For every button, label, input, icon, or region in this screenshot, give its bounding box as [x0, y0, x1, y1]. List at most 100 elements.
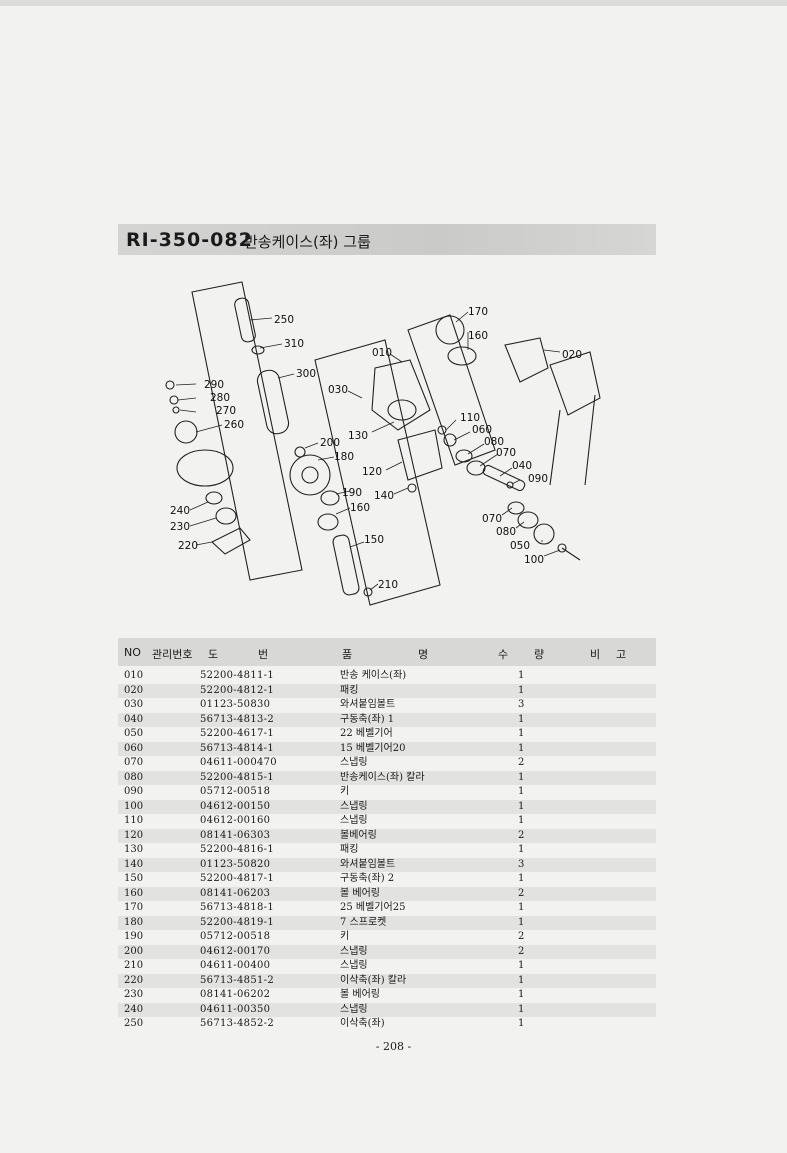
part-snapring-240	[205, 491, 223, 505]
row-part-name: 볼 베어링	[340, 887, 380, 899]
row-part-name: 7 스프로켓	[340, 916, 387, 928]
callout-100: 100	[524, 554, 544, 566]
row-part-number: 04611-000470	[200, 757, 277, 768]
part-key-190	[320, 490, 340, 506]
part-bolt-140	[407, 483, 417, 493]
callout-180: 180	[334, 451, 354, 463]
part-bevel-gear-170	[435, 315, 465, 345]
row-part-number: 04611-00350	[200, 1003, 271, 1015]
row-part-number: 52200-4816-1	[200, 844, 274, 855]
table-row: 060 56713-4814-1 15 베벨기어20 1	[118, 741, 656, 756]
callout-010: 010	[372, 347, 392, 359]
callout-260: 260	[224, 419, 244, 431]
row-part-name: 스냅링	[340, 815, 368, 826]
row-part-name: 15 베벨기어20	[340, 742, 406, 754]
row-part-name: 와셔붙임볼트	[340, 699, 396, 710]
row-qty: 1	[518, 742, 525, 754]
part-shaft-250	[234, 297, 256, 343]
frame-right	[407, 314, 496, 466]
row-no: 120	[124, 829, 144, 841]
part-collar-220	[211, 527, 251, 555]
page-edge	[0, 0, 787, 6]
row-part-number: 56713-4852-2	[200, 1018, 274, 1029]
row-part-number: 08141-06203	[200, 887, 271, 899]
row-part-name: 반송케이스(좌) 칼라	[340, 771, 425, 783]
row-part-number: 56713-4818-1	[200, 902, 274, 913]
row-part-name: 패킹	[340, 684, 359, 696]
callout-250: 250	[274, 314, 294, 326]
row-part-number: 05712-00518	[200, 786, 271, 797]
row-part-name: 키	[340, 931, 350, 942]
part-plate	[176, 449, 234, 487]
callout-020: 020	[562, 349, 582, 361]
callout-300: 300	[296, 368, 316, 380]
row-qty: 2	[518, 829, 525, 841]
callout-240: 240	[170, 505, 190, 517]
row-part-name: 스냅링	[340, 757, 368, 768]
row-part-name: 스냅링	[340, 1003, 368, 1015]
row-no: 110	[124, 815, 144, 826]
row-qty: 1	[518, 960, 525, 971]
row-part-number: 56713-4814-1	[200, 742, 274, 754]
row-no: 100	[124, 800, 144, 812]
col-name-1: 품	[342, 648, 353, 661]
row-qty: 3	[518, 858, 525, 870]
group-code: RI-350-082	[126, 229, 253, 251]
row-part-name: 이삭축(좌)	[340, 1018, 385, 1029]
callout-210: 210	[378, 579, 398, 591]
row-no: 130	[124, 844, 144, 855]
row-part-number: 52200-4812-1	[200, 684, 274, 696]
row-qty: 1	[518, 1018, 525, 1029]
col-note-1: 비	[590, 648, 601, 661]
group-name: 반송케이스(좌) 그룹	[244, 233, 371, 251]
row-part-number: 52200-4817-1	[200, 873, 274, 884]
row-no: 040	[124, 713, 144, 725]
row-qty: 1	[518, 873, 525, 884]
part-shaft-040	[482, 464, 526, 492]
row-part-number: 52200-4819-1	[200, 916, 274, 928]
row-qty: 1	[518, 1003, 525, 1015]
row-part-number: 04611-00400	[200, 960, 271, 971]
row-no: 160	[124, 887, 144, 899]
row-qty: 1	[518, 844, 525, 855]
row-part-number: 05712-00518	[200, 931, 271, 942]
row-no: 200	[124, 945, 144, 957]
callout-130: 130	[348, 430, 368, 442]
page-number: - 208 -	[375, 1040, 412, 1053]
callout-150: 150	[364, 534, 384, 546]
row-part-number: 08141-06303	[200, 829, 271, 841]
row-no: 180	[124, 916, 144, 928]
part-ring-310	[251, 345, 265, 355]
row-part-number: 52200-4617-1	[200, 728, 274, 739]
row-no: 080	[124, 771, 144, 783]
part-packing-020	[504, 337, 549, 383]
row-no: 020	[124, 684, 144, 696]
row-no: 060	[124, 742, 144, 754]
row-qty: 3	[518, 699, 525, 710]
row-part-number: 04612-00150	[200, 800, 271, 812]
frame-center	[314, 339, 441, 606]
row-qty: 1	[518, 670, 525, 681]
row-qty: 1	[518, 728, 525, 739]
row-qty: 1	[518, 989, 525, 1000]
row-part-name: 구동축(좌) 2	[340, 873, 395, 884]
row-part-number: 04612-00170	[200, 945, 271, 957]
row-part-number: 52200-4815-1	[200, 771, 274, 783]
row-part-name: 스냅링	[340, 945, 368, 957]
row-no: 170	[124, 902, 144, 913]
row-no: 050	[124, 728, 144, 739]
callout-070-b: 070	[482, 513, 502, 525]
